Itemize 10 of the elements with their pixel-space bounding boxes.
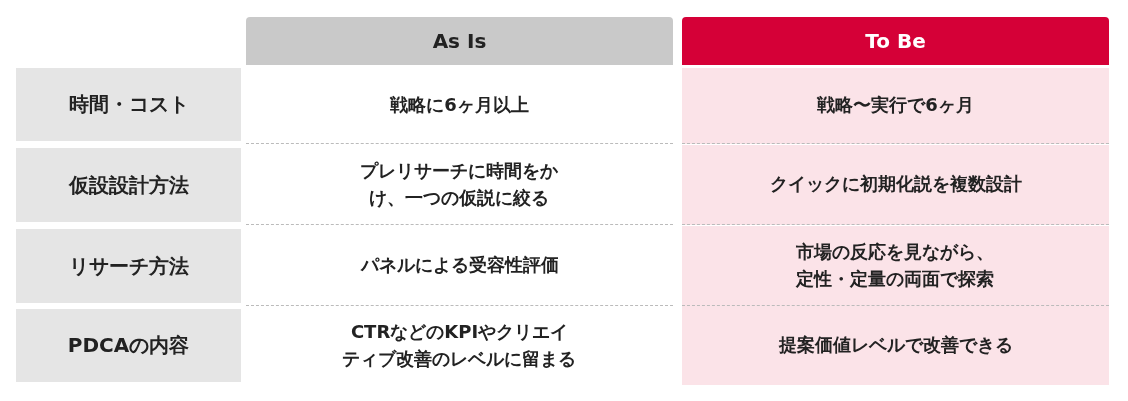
- row-header: PDCAの内容: [16, 309, 241, 382]
- table-cell: 市場の反応を見ながら、定性・定量の両面で探索: [682, 226, 1109, 306]
- column-header: As Is: [246, 17, 673, 65]
- table-cell: 戦略〜実行で6ヶ月: [682, 68, 1109, 144]
- row-header: 時間・コスト: [16, 68, 241, 141]
- column-header: To Be: [682, 17, 1109, 65]
- row-header: リサーチ方法: [16, 229, 241, 303]
- row-header: 仮設設計方法: [16, 148, 241, 222]
- table-cell: クイックに初期化説を複数設計: [682, 145, 1109, 225]
- table-cell: 提案価値レベルで改善できる: [682, 306, 1109, 385]
